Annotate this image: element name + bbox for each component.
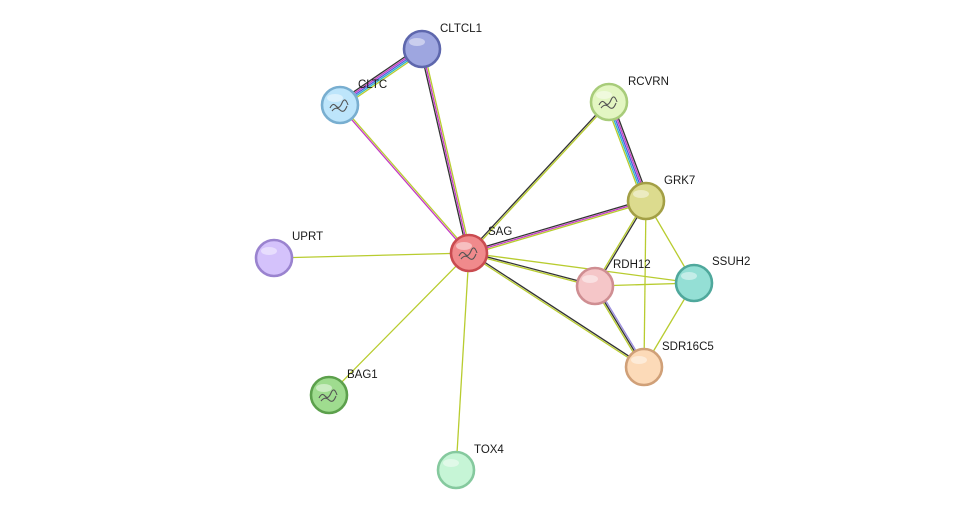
node-label-uprt: UPRT <box>292 231 323 243</box>
node-tox4[interactable] <box>436 450 476 490</box>
node-label-cltc: CLTC <box>358 79 387 91</box>
node-circle[interactable] <box>320 85 360 125</box>
node-circle[interactable] <box>436 450 476 490</box>
node-highlight <box>261 247 277 255</box>
edge-sag-bag1 <box>328 252 470 396</box>
edge-evidence-line <box>468 200 647 254</box>
edge-evidence-line <box>469 201 647 256</box>
node-cltc[interactable] <box>320 85 360 125</box>
edge-evidence-line <box>340 104 471 253</box>
node-circle[interactable] <box>589 82 629 122</box>
node-label-cltcl1: CLTCL1 <box>440 23 482 35</box>
edge-sag-cltc <box>338 104 471 254</box>
node-highlight <box>596 91 612 99</box>
node-highlight <box>633 190 649 198</box>
protein-structure-icon <box>598 96 618 109</box>
node-rcvrn[interactable] <box>589 82 629 122</box>
node-rdh12[interactable] <box>575 266 615 306</box>
node-label-sdr16c5: SDR16C5 <box>662 341 714 353</box>
edge-sag-grk7 <box>468 198 647 256</box>
nodes-layer <box>254 29 714 490</box>
node-label-ssuh2: SSUH2 <box>712 256 750 268</box>
node-highlight <box>327 94 343 102</box>
edge-evidence-line <box>468 198 646 253</box>
edge-evidence-line <box>455 252 470 471</box>
edge-evidence-line <box>422 48 472 253</box>
node-circle[interactable] <box>309 375 349 415</box>
edge-evidence-line <box>469 251 596 286</box>
labels-layer: SAG CLTCL1 CLTC RCVRN GRK7 UPRT RDH12 SS… <box>292 23 750 456</box>
edge-sag-cltcl1 <box>419 48 472 254</box>
node-circle[interactable] <box>624 347 664 387</box>
node-sag[interactable] <box>449 233 489 273</box>
node-circle[interactable] <box>575 266 615 306</box>
edge-sag-rcvrn <box>467 101 611 254</box>
node-highlight <box>456 242 472 250</box>
edge-evidence-line <box>468 253 595 288</box>
edge-evidence-line <box>338 105 469 254</box>
node-highlight <box>316 384 332 392</box>
protein-structure-icon <box>458 247 478 260</box>
node-highlight <box>443 459 459 467</box>
edge-sag-rdh12 <box>468 251 596 288</box>
edge-evidence-line <box>328 252 470 396</box>
edge-sag-uprt <box>273 252 470 259</box>
protein-structure-icon <box>318 389 338 402</box>
node-label-rcvrn: RCVRN <box>628 76 669 88</box>
node-grk7[interactable] <box>626 181 666 221</box>
node-circle[interactable] <box>449 233 489 273</box>
edge-evidence-line <box>468 252 695 284</box>
node-uprt[interactable] <box>254 238 294 278</box>
node-highlight <box>582 275 598 283</box>
edge-evidence-line <box>421 48 470 254</box>
node-label-tox4: TOX4 <box>474 444 504 456</box>
edge-evidence-line <box>469 251 645 367</box>
node-highlight <box>409 38 425 46</box>
edge-sag-sdr16c5 <box>468 251 645 369</box>
edge-evidence-line <box>273 252 470 259</box>
node-label-bag1: BAG1 <box>347 369 378 381</box>
edge-evidence-line <box>467 101 609 253</box>
edge-sag-tox4 <box>455 252 470 471</box>
protein-structure-icon <box>329 99 349 112</box>
edge-evidence-line <box>468 253 644 369</box>
node-bag1[interactable] <box>309 375 349 415</box>
node-label-rdh12: RDH12 <box>613 259 651 271</box>
edge-evidence-line <box>469 102 611 254</box>
node-label-sag: SAG <box>488 226 512 238</box>
node-circle[interactable] <box>626 181 666 221</box>
edge-evidence-line <box>419 49 469 254</box>
node-circle[interactable] <box>402 29 442 69</box>
node-highlight <box>631 356 647 364</box>
node-highlight <box>681 272 697 280</box>
node-sdr16c5[interactable] <box>624 347 664 387</box>
node-ssuh2[interactable] <box>674 263 714 303</box>
node-circle[interactable] <box>674 263 714 303</box>
edge-sag-ssuh2 <box>468 252 695 284</box>
node-cltcl1[interactable] <box>402 29 442 69</box>
node-label-grk7: GRK7 <box>664 175 695 187</box>
node-circle[interactable] <box>254 238 294 278</box>
